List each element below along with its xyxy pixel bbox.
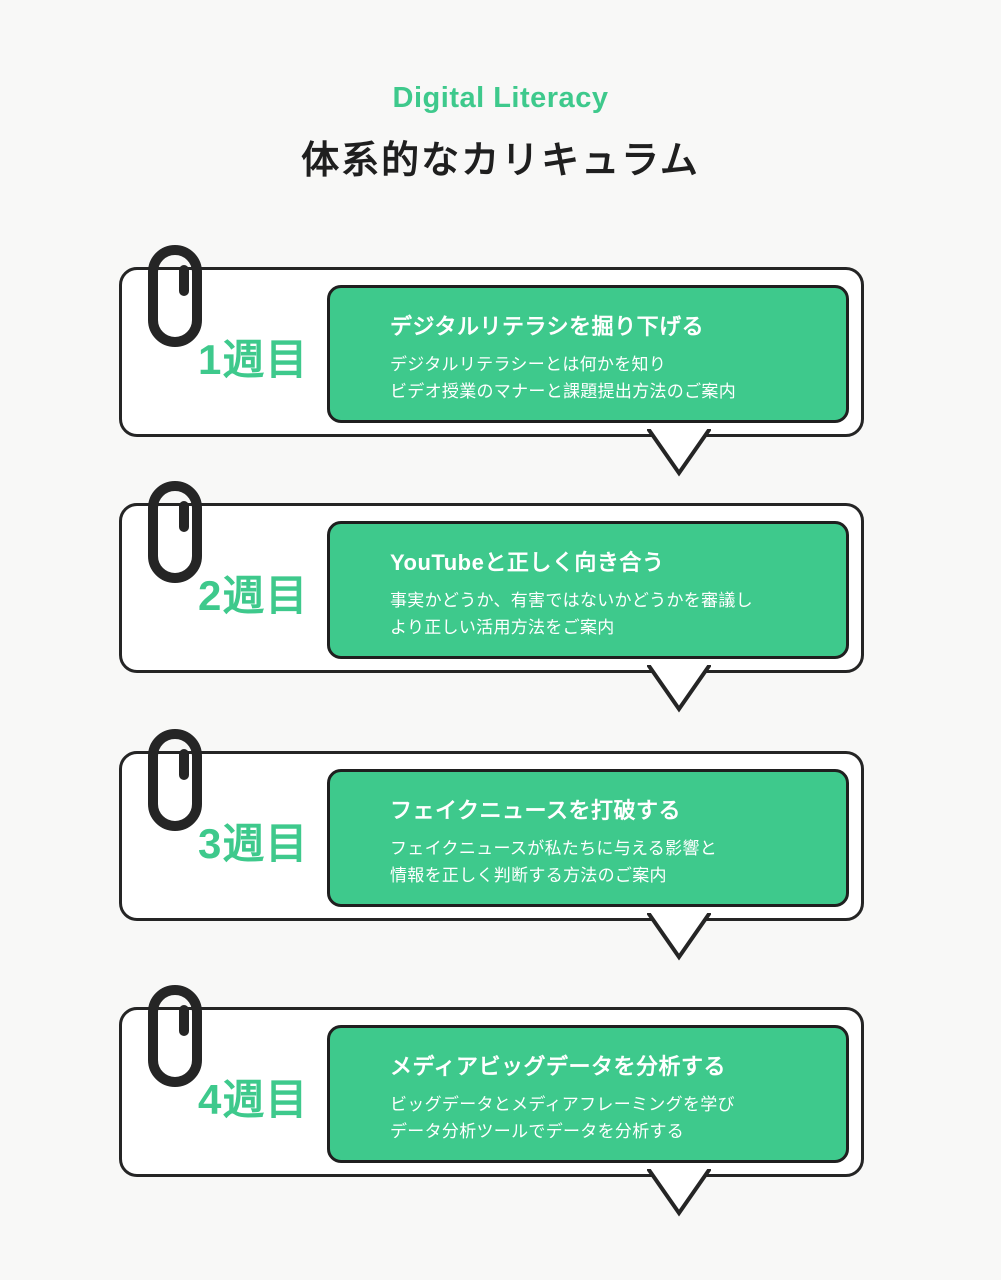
week-card-4: 4週目 メディアビッグデータを分析する ビッグデータとメディアフレーミングを学び…: [119, 984, 864, 1217]
triangle-down-tail-icon: [647, 428, 711, 477]
lesson-title: メディアビッグデータを分析する: [390, 1053, 726, 1079]
lesson-box: メディアビッグデータを分析する ビッグデータとメディアフレーミングを学び データ…: [327, 1024, 849, 1163]
paperclip-icon: [148, 480, 202, 583]
curriculum-infographic: Digital Literacy 体系的なカリキュラム 1週目 デジタルリテラシ…: [0, 82, 1001, 1280]
lesson-description: ビッグデータとメディアフレーミングを学び データ分析ツールでデータを分析する: [390, 1091, 826, 1145]
week-card-list: 1週目 デジタルリテラシを掘り下げる デジタルリテラシーとは何かを知り ビデオ授…: [0, 244, 1001, 1217]
paperclip-icon: [148, 984, 202, 1087]
triangle-down-tail-icon: [647, 664, 711, 713]
week-label: 4週目: [198, 1075, 309, 1123]
week-card-3: 3週目 フェイクニュースを打破する フェイクニュースが私たちに与える影響と 情報…: [119, 728, 864, 961]
lesson-description-line: 情報を正しく判断する方法のご案内: [390, 865, 667, 885]
lesson-description: フェイクニュースが私たちに与える影響と 情報を正しく判断する方法のご案内: [390, 835, 826, 889]
lesson-title: YouTubeと正しく向き合う: [390, 549, 665, 575]
lesson-box: デジタルリテラシを掘り下げる デジタルリテラシーとは何かを知り ビデオ授業のマナ…: [327, 284, 849, 423]
lesson-description: 事実かどうか、有害ではないかどうかを審議し より正しい活用方法をご案内: [390, 587, 826, 641]
lesson-description: デジタルリテラシーとは何かを知り ビデオ授業のマナーと課題提出方法のご案内: [390, 351, 826, 405]
lesson-title: デジタルリテラシを掘り下げる: [390, 313, 705, 339]
lesson-description-line: データ分析ツールでデータを分析する: [390, 1121, 685, 1141]
lesson-box: フェイクニュースを打破する フェイクニュースが私たちに与える影響と 情報を正しく…: [327, 768, 849, 907]
week-label: 2週目: [198, 571, 309, 619]
lesson-description-line: ビッグデータとメディアフレーミングを学び: [390, 1094, 735, 1114]
page-title: 体系的なカリキュラム: [301, 140, 700, 183]
paperclip-icon: [148, 728, 202, 831]
eyebrow-title: Digital Literacy: [392, 82, 609, 114]
lesson-title: フェイクニュースを打破する: [390, 797, 681, 823]
week-card-2: 2週目 YouTubeと正しく向き合う 事実かどうか、有害ではないかどうかを審議…: [119, 480, 864, 713]
lesson-description-line: より正しい活用方法をご案内: [390, 617, 615, 637]
paperclip-icon: [148, 244, 202, 347]
triangle-down-tail-icon: [647, 912, 711, 961]
lesson-box: YouTubeと正しく向き合う 事実かどうか、有害ではないかどうかを審議し より…: [327, 520, 849, 659]
lesson-description-line: デジタルリテラシーとは何かを知り: [390, 354, 667, 374]
lesson-description-line: 事実かどうか、有害ではないかどうかを審議し: [390, 590, 753, 610]
triangle-down-tail-icon: [647, 1168, 711, 1217]
week-card-1: 1週目 デジタルリテラシを掘り下げる デジタルリテラシーとは何かを知り ビデオ授…: [119, 244, 864, 477]
week-label: 1週目: [198, 335, 309, 383]
lesson-description-line: フェイクニュースが私たちに与える影響と: [390, 838, 717, 858]
week-label: 3週目: [198, 819, 309, 867]
lesson-description-line: ビデオ授業のマナーと課題提出方法のご案内: [390, 381, 736, 401]
